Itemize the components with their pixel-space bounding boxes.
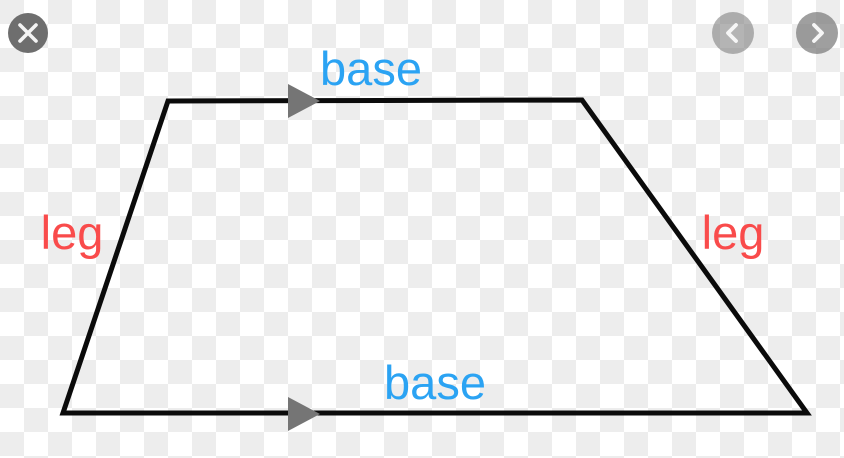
bottom-base-label: base [384, 356, 486, 409]
top-edge-direction-arrow-icon [288, 84, 320, 118]
trapezoid-outline [59, 97, 812, 416]
top-base-label: base [320, 42, 422, 95]
left-leg-label: leg [40, 206, 104, 259]
close-icon [16, 21, 40, 45]
previous-image-button[interactable] [712, 12, 754, 54]
right-leg-label: leg [701, 206, 765, 259]
bottom-edge-direction-arrow-icon [288, 397, 320, 431]
chevron-left-icon [721, 21, 745, 45]
next-image-button[interactable] [796, 12, 838, 54]
chevron-right-icon [805, 21, 829, 45]
close-button[interactable] [8, 13, 48, 53]
